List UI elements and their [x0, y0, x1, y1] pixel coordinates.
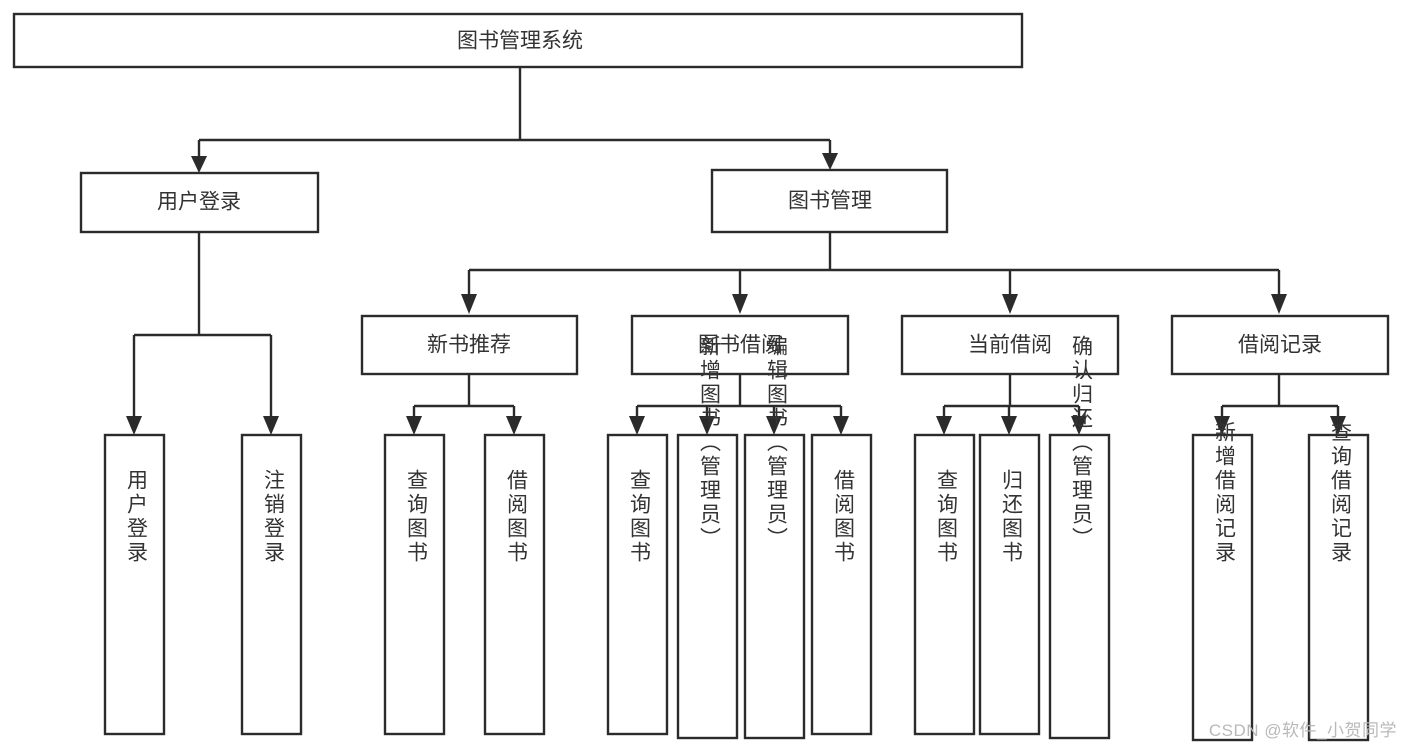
node-leaf-query-book-1-label: 查询图书 — [405, 469, 429, 565]
node-leaf-add-record[interactable]: 新增借阅记录 — [1191, 421, 1254, 742]
node-root-label: 图书管理系统 — [457, 30, 583, 53]
node-leaf-query-book-1-rect[interactable] — [383, 433, 446, 736]
connector-group-root — [191, 67, 838, 173]
arrow-head-borrow-4 — [833, 416, 849, 435]
node-leaf-add-record-rect[interactable] — [1191, 433, 1254, 742]
node-leaf-query-record-rect[interactable] — [1307, 433, 1370, 742]
node-new-book-recommend[interactable]: 新书推荐 — [360, 314, 579, 376]
node-book-borrow-rect[interactable] — [630, 314, 850, 376]
arrow-head-current-3 — [1071, 416, 1087, 435]
node-root[interactable]: 图书管理系统 — [12, 12, 1024, 69]
node-leaf-user-login-label: 用户登录 — [125, 469, 149, 565]
node-leaf-query-book-3-rect[interactable] — [913, 433, 976, 736]
node-leaf-borrow-book-1-label: 借阅图书 — [505, 469, 529, 565]
arrow-head-borrow-2 — [699, 416, 715, 435]
node-leaf-query-record-label: 查询借阅记录 — [1329, 421, 1353, 565]
connector-group-user-login — [126, 232, 279, 435]
arrow-head-record-2 — [1330, 416, 1346, 435]
node-leaf-query-book-2-label: 查询图书 — [628, 469, 652, 565]
node-leaf-query-book-3-label: 查询图书 — [935, 469, 959, 565]
arrow-head-root-2 — [822, 153, 838, 170]
node-leaf-user-login-rect[interactable] — [103, 433, 166, 736]
node-leaf-edit-book-label: 编辑图书（管理员） — [765, 335, 789, 551]
node-borrow-record-rect[interactable] — [1170, 314, 1390, 376]
node-leaf-logout-label: 注销登录 — [262, 469, 286, 565]
node-leaf-logout-rect[interactable] — [240, 433, 303, 736]
node-leaf-borrow-book-1[interactable]: 借阅图书 — [483, 433, 546, 736]
arrow-head-borrow-3 — [766, 416, 782, 435]
connector-group-book-manage — [461, 232, 1287, 314]
node-borrow-record-label: 借阅记录 — [1238, 334, 1322, 357]
arrow-head-login-1 — [126, 416, 142, 435]
node-book-borrow[interactable]: 图书借阅 — [630, 314, 850, 376]
node-leaf-query-book-2[interactable]: 查询图书 — [606, 433, 669, 736]
node-book-borrow-label: 图书借阅 — [698, 334, 782, 357]
node-user-login[interactable]: 用户登录 — [79, 171, 320, 234]
node-user-login-rect[interactable] — [79, 171, 320, 234]
node-leaf-add-book-label: 新增图书（管理员） — [698, 335, 722, 551]
node-leaf-logout[interactable]: 注销登录 — [240, 433, 303, 736]
node-leaf-confirm-return-rect[interactable] — [1048, 433, 1111, 740]
node-new-book-recommend-label: 新书推荐 — [427, 334, 511, 357]
node-borrow-record[interactable]: 借阅记录 — [1170, 314, 1390, 376]
node-leaf-edit-book[interactable]: 编辑图书（管理员） — [743, 335, 806, 740]
node-leaf-confirm-return-label: 确认归还（管理员） — [1070, 335, 1094, 551]
node-leaf-query-book-2-rect[interactable] — [606, 433, 669, 736]
node-book-manage-rect[interactable] — [710, 168, 949, 234]
connector-group-new-book — [406, 374, 522, 435]
node-new-book-recommend-rect[interactable] — [360, 314, 579, 376]
watermark-text: CSDN @软件_小贺同学 — [1208, 721, 1397, 740]
node-book-manage[interactable]: 图书管理 — [710, 168, 949, 234]
arrow-head-manage-3 — [1002, 294, 1018, 314]
arrow-head-newbook-2 — [506, 416, 522, 435]
connector-group-record — [1214, 374, 1346, 435]
arrow-head-manage-2 — [732, 294, 748, 314]
node-leaf-query-record[interactable]: 查询借阅记录 — [1307, 421, 1370, 742]
arrow-head-root-1 — [191, 156, 207, 173]
node-leaf-query-book-1[interactable]: 查询图书 — [383, 433, 446, 736]
arrow-head-current-2 — [1001, 416, 1017, 435]
arrow-head-newbook-1 — [406, 416, 422, 435]
node-current-borrow-label: 当前借阅 — [968, 334, 1052, 357]
node-leaf-user-login[interactable]: 用户登录 — [103, 433, 166, 736]
node-current-borrow[interactable]: 当前借阅 — [900, 314, 1120, 376]
arrow-head-manage-1 — [461, 294, 477, 314]
arrow-head-record-1 — [1214, 416, 1230, 435]
node-book-manage-label: 图书管理 — [788, 190, 872, 213]
arrow-head-login-2 — [263, 416, 279, 435]
arrow-head-manage-4 — [1271, 294, 1287, 314]
arrow-head-current-1 — [936, 416, 952, 435]
node-current-borrow-rect[interactable] — [900, 314, 1120, 376]
node-leaf-add-book[interactable]: 新增图书（管理员） — [676, 335, 739, 740]
node-leaf-add-book-rect[interactable] — [676, 433, 739, 740]
connector-group-current — [936, 374, 1087, 435]
node-leaf-borrow-book-2[interactable]: 借阅图书 — [810, 433, 873, 736]
node-leaf-return-book[interactable]: 归还图书 — [978, 433, 1041, 736]
node-leaf-borrow-book-1-rect[interactable] — [483, 433, 546, 736]
node-leaf-borrow-book-2-rect[interactable] — [810, 433, 873, 736]
node-leaf-borrow-book-2-label: 借阅图书 — [832, 469, 856, 565]
node-root-rect[interactable] — [12, 12, 1024, 69]
node-user-login-label: 用户登录 — [157, 191, 241, 214]
node-leaf-query-book-3[interactable]: 查询图书 — [913, 433, 976, 736]
node-leaf-return-book-label: 归还图书 — [1000, 469, 1024, 565]
connector-group-borrow — [629, 374, 849, 435]
node-leaf-return-book-rect[interactable] — [978, 433, 1041, 736]
arrow-head-borrow-1 — [629, 416, 645, 435]
node-leaf-add-record-label: 新增借阅记录 — [1213, 421, 1237, 565]
node-leaf-confirm-return[interactable]: 确认归还（管理员） — [1048, 335, 1111, 740]
node-leaf-edit-book-rect[interactable] — [743, 433, 806, 740]
